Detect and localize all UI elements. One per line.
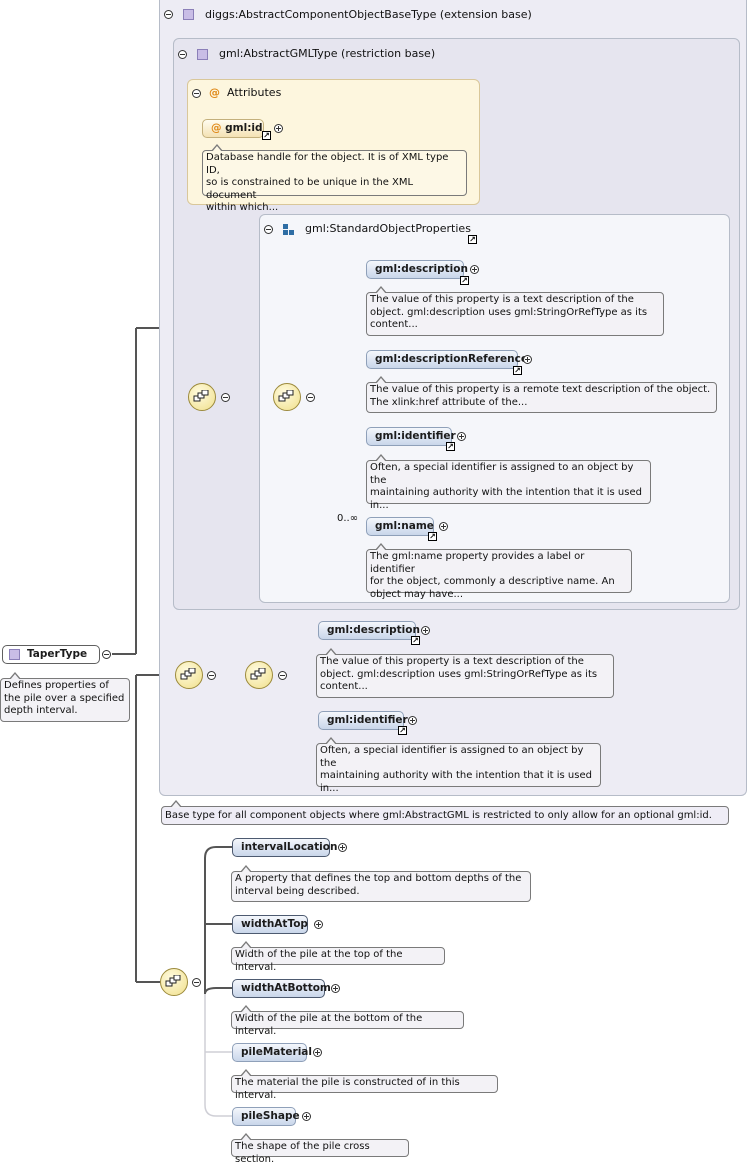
expand-toggle[interactable] bbox=[313, 1048, 322, 1057]
element-widthAtTop[interactable]: widthAtTop bbox=[232, 915, 308, 934]
expand-toggle[interactable] bbox=[314, 920, 323, 929]
element-description: The material the pile is constructed of … bbox=[231, 1069, 498, 1101]
element-description: Width of the pile at the bottom of the i… bbox=[231, 1005, 464, 1037]
expand-toggle[interactable] bbox=[338, 843, 347, 852]
element-gml-identifier[interactable]: gml:identifier bbox=[318, 711, 408, 730]
element-gml-name[interactable]: gml:name bbox=[366, 517, 434, 536]
element-gml-description[interactable]: gml:description bbox=[366, 260, 468, 279]
sequence-compositor-icon[interactable] bbox=[175, 661, 203, 689]
attribute-icon: @ bbox=[209, 86, 220, 99]
reference-arrow-icon: ↗ bbox=[468, 235, 477, 244]
collapse-toggle[interactable] bbox=[192, 978, 201, 987]
expand-toggle[interactable] bbox=[274, 124, 283, 133]
type-name: TaperType bbox=[27, 648, 88, 660]
element-pileShape[interactable]: pileShape bbox=[232, 1107, 300, 1126]
expand-toggle[interactable] bbox=[523, 355, 532, 364]
expand-toggle[interactable] bbox=[421, 626, 430, 635]
expand-toggle[interactable] bbox=[408, 716, 417, 725]
reference-arrow-icon: ↗ bbox=[398, 726, 407, 735]
attribute-name: gml:id bbox=[225, 122, 263, 134]
element-description: The value of this property is a text des… bbox=[366, 286, 664, 336]
element-gml-descriptionReference[interactable]: gml:descriptionReference bbox=[366, 350, 528, 369]
element-description: The value of this property is a text des… bbox=[316, 648, 614, 698]
attributes-title: Attributes bbox=[227, 86, 282, 99]
element-description: The value of this property is a remote t… bbox=[366, 376, 717, 413]
reference-arrow-icon: ↗ bbox=[428, 532, 437, 541]
element-description: Often, a special identifier is assigned … bbox=[316, 737, 601, 794]
sequence-compositor-icon[interactable] bbox=[245, 661, 273, 689]
reference-arrow-icon: ↗ bbox=[460, 276, 469, 285]
element-description: Width of the pile at the top of the inte… bbox=[231, 941, 445, 973]
element-gml-identifier[interactable]: gml:identifier bbox=[366, 427, 456, 446]
element-intervalLocation[interactable]: intervalLocation bbox=[232, 838, 337, 857]
root-type-taper[interactable]: TaperType bbox=[2, 645, 100, 664]
element-description: The gml:name property provides a label o… bbox=[366, 543, 632, 600]
collapse-toggle[interactable] bbox=[221, 393, 230, 402]
attribute-gml-id[interactable]: @ gml:id bbox=[202, 119, 264, 138]
expand-toggle[interactable] bbox=[470, 265, 479, 274]
element-description: A property that defines the top and bott… bbox=[231, 865, 531, 902]
complex-type-icon bbox=[9, 649, 20, 660]
sequence-compositor-icon[interactable] bbox=[160, 968, 188, 996]
collapse-restriction-toggle[interactable] bbox=[178, 50, 187, 59]
reference-arrow-icon: ↗ bbox=[513, 366, 522, 375]
element-description: The shape of the pile cross section. bbox=[231, 1133, 409, 1165]
extension-base-label: diggs:AbstractComponentObjectBaseType (e… bbox=[205, 8, 532, 21]
expand-toggle[interactable] bbox=[457, 432, 466, 441]
occurrence-label: 0..∞ bbox=[337, 513, 359, 524]
complex-type-icon bbox=[183, 9, 194, 20]
expand-toggle[interactable] bbox=[439, 522, 448, 531]
collapse-root-toggle[interactable] bbox=[102, 650, 111, 659]
reference-arrow-icon: ↗ bbox=[411, 636, 420, 645]
base-type-description: Base type for all component objects wher… bbox=[161, 800, 729, 825]
sequence-compositor-icon[interactable] bbox=[273, 383, 301, 411]
collapse-attributes-toggle[interactable] bbox=[192, 89, 201, 98]
sequence-compositor-icon[interactable] bbox=[188, 383, 216, 411]
collapse-toggle[interactable] bbox=[306, 393, 315, 402]
collapse-toggle[interactable] bbox=[278, 671, 287, 680]
element-description: Often, a special identifier is assigned … bbox=[366, 454, 651, 511]
element-pileMaterial[interactable]: pileMaterial bbox=[232, 1043, 312, 1062]
collapse-extension-toggle[interactable] bbox=[164, 10, 173, 19]
reference-arrow-icon: ↗ bbox=[446, 442, 455, 451]
restriction-base-label: gml:AbstractGMLType (restriction base) bbox=[219, 47, 436, 60]
element-widthAtBottom[interactable]: widthAtBottom bbox=[232, 979, 331, 998]
complex-type-icon bbox=[197, 49, 208, 60]
expand-toggle[interactable] bbox=[331, 984, 340, 993]
collapse-toggle[interactable] bbox=[207, 671, 216, 680]
reference-arrow-icon: ↗ bbox=[262, 131, 271, 140]
attribute-icon: @ bbox=[211, 122, 222, 134]
group-icon bbox=[283, 224, 295, 236]
element-gml-description[interactable]: gml:description bbox=[318, 621, 420, 640]
group-title: gml:StandardObjectProperties bbox=[305, 222, 471, 235]
expand-toggle[interactable] bbox=[302, 1112, 311, 1121]
attribute-description: Database handle for the object. It is of… bbox=[202, 144, 467, 213]
collapse-group-toggle[interactable] bbox=[264, 225, 273, 234]
